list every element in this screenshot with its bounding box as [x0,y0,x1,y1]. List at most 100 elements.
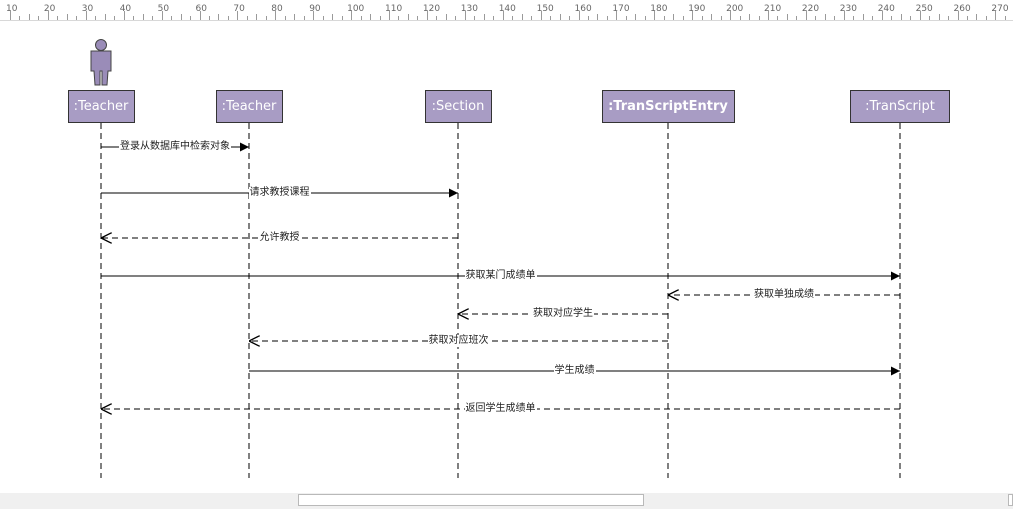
ruler-major-tick [123,11,125,20]
ruler-minor-tick [597,14,599,20]
ruler-label: 20 [43,4,56,14]
ruler-minor-tick [985,16,987,20]
ruler-major-tick [881,11,883,20]
ruler-minor-tick [341,16,343,20]
ruler-label: 80 [271,4,283,14]
ruler-minor-tick [66,14,68,20]
ruler-minor-tick [483,14,485,20]
ruler-major-tick [10,11,11,20]
ruler-minor-tick [208,16,210,20]
ruler-major-tick [805,11,807,20]
horizontal-scrollbar[interactable] [0,493,1013,509]
ruler-minor-tick [1004,16,1006,20]
ruler-minor-tick [682,16,684,20]
ruler-label: 180 [650,4,668,14]
ruler-minor-tick [625,16,627,20]
ruler-label: 200 [726,4,744,14]
scrollbar-thumb[interactable] [298,494,644,506]
ruler-minor-tick [834,16,836,20]
ruler-minor-tick [294,14,296,20]
ruler-minor-tick [701,16,703,20]
ruler-minor-tick [929,16,931,20]
ruler-major-tick [540,11,542,20]
ruler-major-tick [351,11,353,20]
ruler-minor-tick [152,16,154,20]
ruler-label: 190 [688,4,706,14]
ruler-label: 100 [347,4,365,14]
ruler-minor-tick [559,14,561,20]
ruler-minor-tick [635,14,637,20]
ruler-major-tick [464,11,466,20]
object-box-transcriptentry[interactable]: :TranScriptEntry [601,90,735,123]
ruler-minor-tick [853,16,855,20]
ruler-minor-tick [720,16,722,20]
ruler-minor-tick [862,14,864,20]
ruler-major-tick [426,11,428,20]
ruler-minor-tick [379,16,381,20]
ruler-label: 10 [6,4,18,14]
ruler-minor-tick [749,14,751,20]
ruler-minor-tick [19,16,21,20]
ruler-minor-tick [360,16,362,20]
ruler-label: 40 [119,4,132,14]
ruler-minor-tick [57,16,59,20]
ruler-label: 260 [953,4,971,14]
message-label: 获取单独成绩 [753,289,815,301]
message-label: 获取对应学生 [532,308,594,320]
ruler-minor-tick [265,16,267,20]
ruler-minor-tick [976,14,978,20]
ruler-minor-tick [493,16,495,20]
ruler-label: 60 [195,4,207,14]
ruler-label: 230 [839,4,857,14]
object-box-teacher2[interactable]: :Teacher [215,90,283,123]
ruler-label: 70 [233,4,245,14]
message-label: 请求教授课程 [248,187,311,199]
ruler-label: 270 [991,4,1009,14]
ruler-minor-tick [587,16,589,20]
ruler-minor-tick [569,16,571,20]
scrollbar-end-button[interactable] [1008,494,1013,506]
ruler-label: 210 [764,4,782,14]
ruler-label: 50 [157,4,170,14]
object-box-transcript[interactable]: :TranScript [850,90,950,123]
ruler-label: 160 [574,4,592,14]
ruler-major-tick [692,11,694,20]
ruler-minor-tick [739,16,741,20]
ruler-minor-tick [512,16,514,20]
ruler-major-tick [957,11,959,20]
ruler-label: 120 [422,4,441,14]
ruler-minor-tick [455,16,457,20]
person-icon [90,39,112,86]
ruler-minor-tick [777,16,779,20]
ruler-minor-tick [445,14,447,20]
message-label: 获取对应班次 [427,335,490,347]
ruler-minor-tick [398,16,400,20]
object-box-section[interactable]: :Section [424,90,492,123]
ruler-major-tick [919,11,921,20]
ruler-minor-tick [872,16,874,20]
message-label: 获取某门成绩单 [464,270,537,282]
ruler-major-tick [85,11,87,20]
object-box-teacher1[interactable]: :Teacher [67,90,135,123]
ruler-major-tick [843,11,845,20]
ruler-minor-tick [256,14,258,20]
ruler-label: 240 [877,4,895,14]
ruler-major-tick [47,11,49,20]
ruler-label: 220 [801,4,820,14]
ruler-minor-tick [663,16,665,20]
ruler-minor-tick [521,14,523,20]
ruler-minor-tick [786,14,788,20]
message-label: 学生成绩 [553,365,596,377]
ruler-minor-tick [824,14,826,20]
ruler-minor-tick [673,14,675,20]
ruler-major-tick [275,11,277,20]
ruler-major-tick [389,11,390,20]
ruler-minor-tick [417,16,419,20]
diagram-canvas[interactable]: :Teacher :Teacher :Section :TranScriptEntry… [0,21,1013,493]
message-label: 登录从数据库中检索对象 [119,141,231,153]
ruler-minor-tick [938,14,940,20]
ruler-major-tick [502,11,504,20]
ruler-minor-tick [322,16,324,20]
ruler-label: 110 [385,4,403,14]
